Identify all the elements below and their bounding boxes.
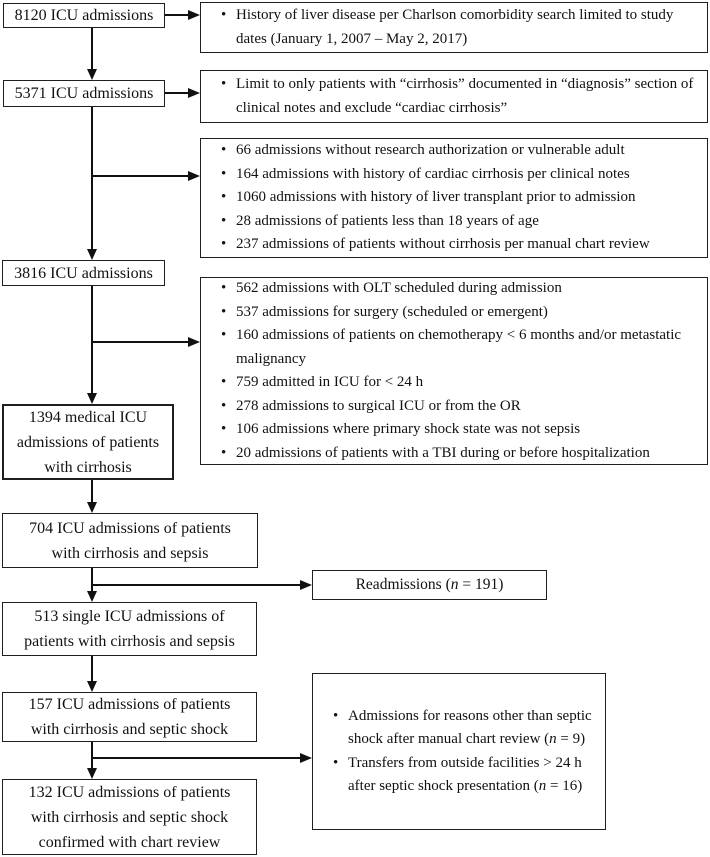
exclusion-text: 28 admissions of patients less than 18 y… bbox=[236, 212, 539, 229]
exclusion-box-second-exclusions: 562 admissions with OLT scheduled during… bbox=[200, 277, 708, 465]
exclusion-item: 562 admissions with OLT scheduled during… bbox=[219, 277, 703, 301]
connector-line-right-4 bbox=[91, 341, 189, 343]
arrow-right-icon bbox=[188, 10, 200, 20]
exclusion-list: History of liver disease per Charlson co… bbox=[201, 4, 707, 51]
exclusion-text: 562 admissions with OLT scheduled during… bbox=[236, 280, 562, 296]
n-variable: n bbox=[538, 778, 547, 794]
exclusion-text: Transfers from outside facilities > 24 h… bbox=[348, 754, 582, 795]
exclusion-list: 66 admissions without research authoriza… bbox=[201, 139, 654, 257]
exclusion-list: Limit to only patients with “cirrhosis” … bbox=[201, 73, 707, 120]
connector-line-down-2 bbox=[91, 107, 93, 250]
readmissions-n-variable: n bbox=[450, 576, 459, 594]
arrow-right-icon bbox=[300, 753, 312, 763]
exclusion-text: 1060 admissions with history of liver tr… bbox=[236, 189, 636, 206]
n-variable: n bbox=[549, 731, 557, 747]
exclusion-text: Admissions for reasons other than septic… bbox=[348, 707, 592, 748]
exclusion-text: 237 admissions of patients without cirrh… bbox=[236, 236, 650, 253]
connector-line-right-2 bbox=[165, 92, 189, 94]
exclusion-text: 20 admissions of patients with a TBI dur… bbox=[236, 444, 650, 461]
arrow-down-icon bbox=[87, 681, 97, 692]
exclusion-text: Limit to only patients with “cirrhosis” … bbox=[236, 76, 694, 116]
arrow-right-icon bbox=[188, 337, 200, 347]
arrow-right-icon bbox=[188, 171, 200, 181]
readmissions-box: Readmissions (n = 191) bbox=[312, 570, 547, 600]
connector-line-right-6 bbox=[91, 757, 301, 759]
connector-line-right-1 bbox=[165, 14, 189, 16]
exclusion-text: History of liver disease per Charlson co… bbox=[236, 7, 674, 47]
arrow-down-icon bbox=[87, 768, 97, 779]
flow-box-132-icu-admissions: 132 ICU admissions of patients with cirr… bbox=[2, 779, 257, 855]
flow-box-label: 704 ICU admissions of patients with cirr… bbox=[29, 519, 231, 562]
exclusion-item: 20 admissions of patients with a TBI dur… bbox=[219, 442, 703, 466]
exclusion-box-cirrhosis-limit: Limit to only patients with “cirrhosis” … bbox=[200, 70, 708, 123]
exclusion-item: 164 admissions with history of cardiac c… bbox=[219, 163, 650, 187]
flow-box-5371-icu-admissions: 5371 ICU admissions bbox=[3, 80, 165, 107]
connector-line-right-3 bbox=[91, 175, 189, 177]
exclusion-item: 537 admissions for surgery (scheduled or… bbox=[219, 301, 703, 325]
exclusion-item: 106 admissions where primary shock state… bbox=[219, 418, 703, 442]
arrow-right-icon bbox=[300, 580, 312, 590]
connector-line-down-4 bbox=[91, 480, 93, 503]
flow-box-label: 157 ICU admissions of patients with cirr… bbox=[28, 696, 231, 738]
exclusion-list: Admissions for reasons other than septic… bbox=[313, 705, 605, 799]
flow-box-3816-icu-admissions: 3816 ICU admissions bbox=[2, 260, 165, 286]
readmissions-label: Readmissions (n = 191) bbox=[356, 573, 504, 597]
exclusion-item: Transfers from outside facilities > 24 h… bbox=[331, 752, 601, 799]
exclusion-text: 278 admissions to surgical ICU or from t… bbox=[236, 397, 521, 414]
flow-box-704-icu-admissions: 704 ICU admissions of patients with cirr… bbox=[2, 513, 258, 568]
exclusion-box-charlson-search: History of liver disease per Charlson co… bbox=[200, 2, 708, 53]
exclusion-item: 1060 admissions with history of liver tr… bbox=[219, 186, 650, 210]
flow-box-157-icu-admissions: 157 ICU admissions of patients with cirr… bbox=[2, 692, 257, 742]
arrow-right-icon bbox=[188, 88, 200, 98]
exclusion-item: History of liver disease per Charlson co… bbox=[219, 4, 703, 51]
exclusion-item: 278 admissions to surgical ICU or from t… bbox=[219, 395, 703, 419]
arrow-down-icon bbox=[87, 249, 97, 260]
flow-box-label: 132 ICU admissions of patients with cirr… bbox=[28, 783, 231, 851]
readmissions-text: Readmissions ( bbox=[355, 576, 451, 594]
arrow-down-icon bbox=[87, 591, 97, 602]
arrow-down-icon bbox=[87, 502, 97, 513]
connector-line-down-6 bbox=[91, 656, 93, 682]
flow-box-8120-icu-admissions: 8120 ICU admissions bbox=[3, 3, 165, 28]
exclusion-box-first-exclusions: 66 admissions without research authoriza… bbox=[200, 138, 708, 258]
exclusion-list: 562 admissions with OLT scheduled during… bbox=[201, 277, 707, 465]
exclusion-item: 28 admissions of patients less than 18 y… bbox=[219, 210, 650, 234]
connector-line-down-5 bbox=[91, 568, 93, 592]
flow-box-label: 8120 ICU admissions bbox=[14, 7, 154, 24]
exclusion-item: 759 admitted in ICU for < 24 h bbox=[219, 371, 703, 395]
readmissions-count: = 191) bbox=[458, 576, 504, 594]
exclusion-count: = 9) bbox=[556, 731, 586, 747]
connector-line-down-1 bbox=[91, 28, 93, 70]
flow-box-label: 3816 ICU admissions bbox=[14, 264, 153, 282]
exclusion-item: 237 admissions of patients without cirrh… bbox=[219, 233, 650, 257]
exclusion-text: 537 admissions for surgery (scheduled or… bbox=[236, 303, 548, 320]
exclusion-text: 66 admissions without research authoriza… bbox=[236, 142, 625, 159]
exclusion-text: 106 admissions where primary shock state… bbox=[236, 421, 581, 437]
flow-box-label: 513 single ICU admissions of patients wi… bbox=[24, 608, 235, 650]
arrow-down-icon bbox=[87, 393, 97, 404]
exclusion-item: Limit to only patients with “cirrhosis” … bbox=[219, 73, 703, 120]
flow-box-513-single-icu-admissions: 513 single ICU admissions of patients wi… bbox=[2, 602, 257, 656]
exclusion-text: 759 admitted in ICU for < 24 h bbox=[236, 374, 424, 390]
exclusion-item: Admissions for reasons other than septic… bbox=[331, 705, 601, 752]
exclusion-item: 160 admissions of patients on chemothera… bbox=[219, 324, 703, 371]
flow-box-label: 1394 medical ICU admissions of patients … bbox=[16, 408, 160, 476]
flow-box-label: 5371 ICU admissions bbox=[14, 85, 154, 102]
exclusion-count: = 16) bbox=[546, 778, 583, 794]
connector-line-down-7 bbox=[91, 742, 93, 769]
arrow-down-icon bbox=[87, 69, 97, 80]
exclusion-text: 160 admissions of patients on chemothera… bbox=[236, 327, 682, 367]
exclusion-text: 164 admissions with history of cardiac c… bbox=[236, 165, 630, 182]
connector-line-down-3 bbox=[91, 286, 93, 394]
exclusion-box-final-exclusions: Admissions for reasons other than septic… bbox=[312, 673, 606, 830]
connector-line-right-5 bbox=[91, 584, 301, 586]
exclusion-item: 66 admissions without research authoriza… bbox=[219, 139, 650, 163]
flow-box-1394-medical-icu-admissions: 1394 medical ICU admissions of patients … bbox=[2, 404, 174, 480]
